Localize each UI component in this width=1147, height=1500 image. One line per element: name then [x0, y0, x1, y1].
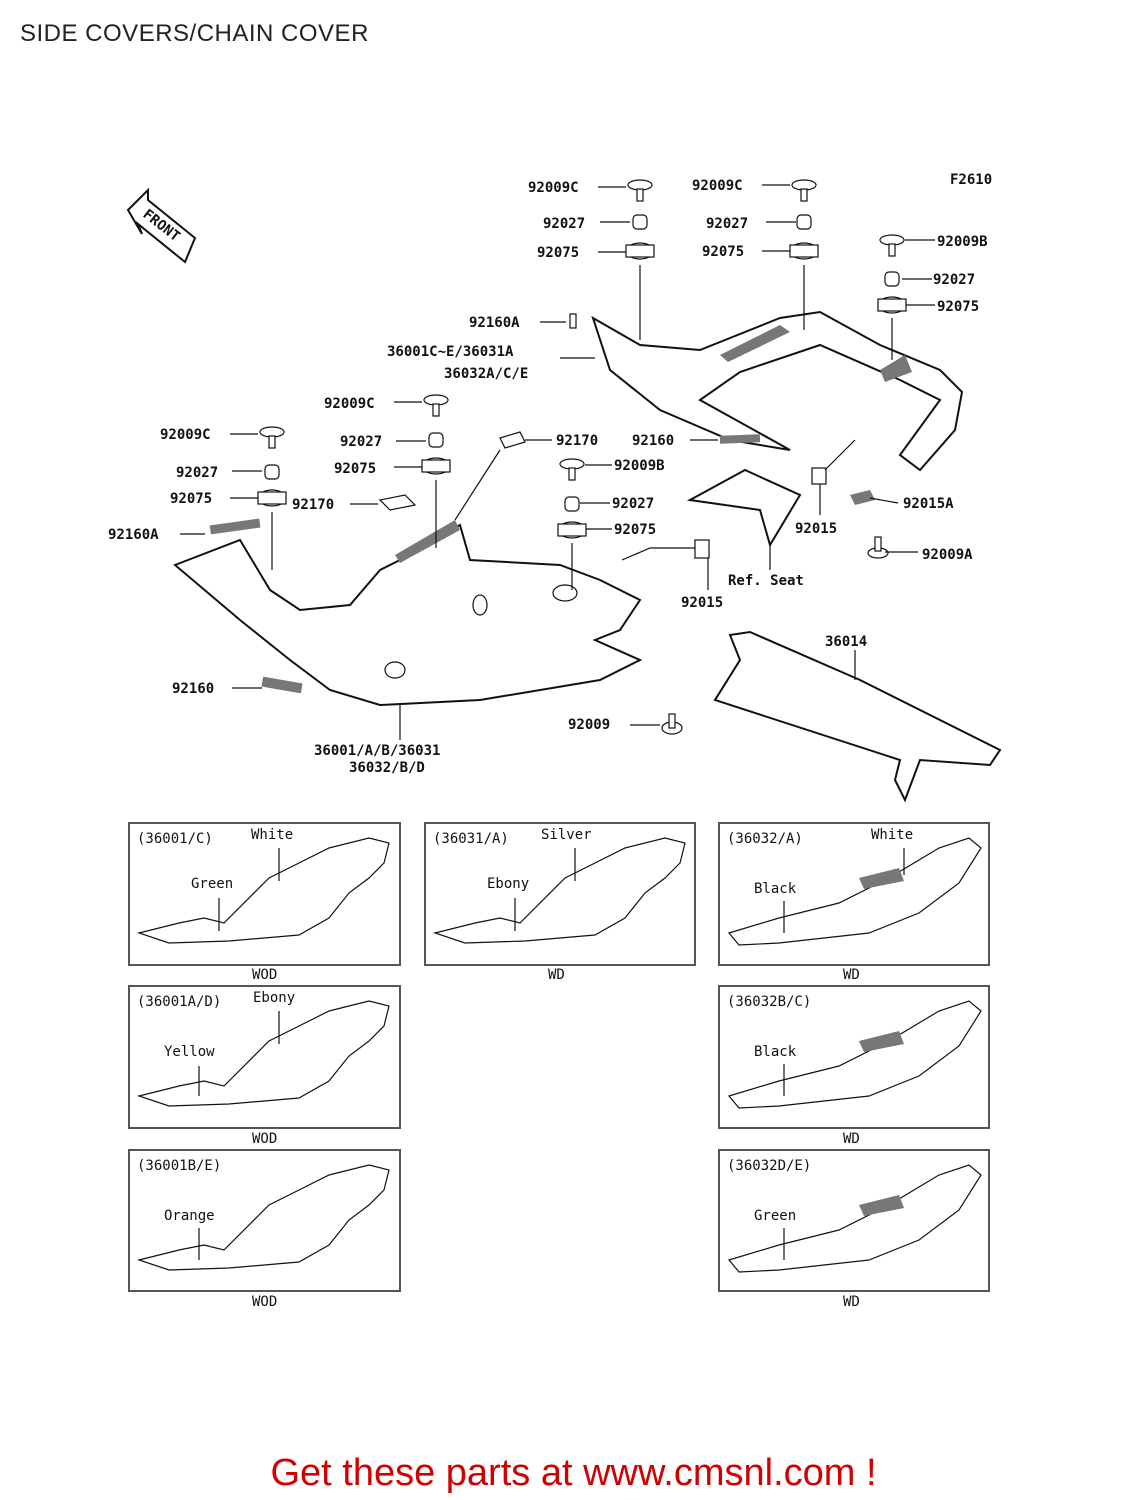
- parts-diagram: F2610 FRONT: [108, 172, 1002, 1310]
- inset-caption: WD: [843, 1131, 860, 1147]
- inset-color-top: Ebony: [253, 990, 295, 1006]
- callout-label: 36032A/C/E: [444, 366, 528, 382]
- inset-36032B-C[interactable]: (36032B/C) Black: [718, 985, 990, 1129]
- inset-color-side: Ebony: [487, 876, 529, 892]
- callout-label: 92009B: [614, 458, 665, 474]
- inset-color-side: Green: [754, 1208, 796, 1224]
- upper-side-cover[interactable]: [591, 310, 964, 472]
- clip-92015-right: [811, 467, 827, 485]
- leader-lines: [180, 184, 935, 740]
- clip-92015-left: [694, 539, 710, 559]
- callout-label: 92075: [170, 491, 212, 507]
- inset-code: (36032B/C): [727, 994, 811, 1010]
- callout-labels: 92009C 92027 92075 92009C 92027 92075 92…: [108, 178, 988, 776]
- inset-color-top: White: [251, 827, 293, 843]
- callout-label: 92015: [795, 521, 837, 537]
- callout-label: 92160A: [108, 527, 159, 543]
- inset-36031-A[interactable]: (36031/A) Silver Ebony: [424, 822, 696, 966]
- callout-label: 92027: [176, 465, 218, 481]
- callout-label: 92027: [933, 272, 975, 288]
- inset-36001B-E[interactable]: (36001B/E) Orange: [128, 1149, 401, 1292]
- callout-label: Ref. Seat: [728, 573, 804, 589]
- bracket-92170-b: [499, 431, 526, 449]
- callout-label: 92075: [937, 299, 979, 315]
- figure-code: F2610: [950, 172, 992, 188]
- callout-label: 92015: [681, 595, 723, 611]
- callout-label: 92027: [612, 496, 654, 512]
- callout-label: 92075: [614, 522, 656, 538]
- lower-side-cover[interactable]: [173, 518, 643, 707]
- callout-label: 92075: [702, 244, 744, 260]
- inset-color-top: White: [871, 827, 913, 843]
- page-title: SIDE COVERS/CHAIN COVER: [20, 20, 369, 47]
- inset-color-side: Black: [754, 1044, 797, 1060]
- inset-caption: WD: [843, 1294, 860, 1310]
- inset-caption: WD: [843, 967, 860, 983]
- callout-label: 92075: [334, 461, 376, 477]
- callout-label: 92027: [340, 434, 382, 450]
- inset-caption: WD: [548, 967, 565, 983]
- callout-label: 92160A: [469, 315, 520, 331]
- inset-caption: WOD: [252, 1131, 277, 1147]
- callout-label: 36032/B/D: [349, 760, 425, 776]
- chain-cover[interactable]: [713, 630, 1002, 803]
- inset-36001A-D[interactable]: (36001A/D) Ebony Yellow: [128, 985, 401, 1129]
- callout-label: 92009B: [937, 234, 988, 250]
- callout-label: 92009: [568, 717, 610, 733]
- inset-code: (36001A/D): [137, 994, 221, 1010]
- callout-label: 92009C: [160, 427, 211, 443]
- inset-code: (36032D/E): [727, 1158, 811, 1174]
- inset-code: (36001B/E): [137, 1158, 221, 1174]
- callout-label: 92009C: [324, 396, 375, 412]
- callout-label: 36001/A/B/36031: [314, 743, 440, 759]
- inset-caption: WOD: [252, 1294, 277, 1310]
- inset-color-side: Yellow: [164, 1044, 215, 1060]
- inset-caption: WOD: [252, 967, 277, 983]
- callout-label: 92015A: [903, 496, 954, 512]
- callout-label: 92027: [543, 216, 585, 232]
- callout-label: 92009A: [922, 547, 973, 563]
- callout-label: 92075: [537, 245, 579, 261]
- callout-label: 92009C: [528, 180, 579, 196]
- callout-label: 92170: [556, 433, 598, 449]
- inset-color-side: Black: [754, 881, 797, 897]
- callout-label: 36014: [825, 634, 867, 650]
- inset-code: (36031/A): [433, 831, 509, 847]
- inset-color-top: Silver: [541, 827, 592, 843]
- inset-color-side: Orange: [164, 1208, 215, 1224]
- inset-36001-C[interactable]: (36001/C) White Green: [128, 822, 401, 966]
- callout-label: 92027: [706, 216, 748, 232]
- inset-code: (36001/C): [137, 831, 213, 847]
- callout-label: 92160: [172, 681, 214, 697]
- inset-36032-A[interactable]: (36032/A) White Black: [718, 822, 990, 966]
- callout-label: 36001C~E/36031A: [387, 344, 514, 360]
- seat-reference: [686, 468, 802, 548]
- inset-code: (36032/A): [727, 831, 803, 847]
- bracket-92170-a: [378, 494, 417, 511]
- callout-label: 92170: [292, 497, 334, 513]
- inset-color-side: Green: [191, 876, 233, 892]
- callout-label: 92160: [632, 433, 674, 449]
- callout-label: 92009C: [692, 178, 743, 194]
- inset-36032D-E[interactable]: (36032D/E) Green: [718, 1149, 990, 1292]
- front-arrow-icon: FRONT: [126, 187, 197, 264]
- clip-92015A: [850, 490, 875, 505]
- cmsnl-link[interactable]: Get these parts at www.cmsnl.com !: [270, 1452, 877, 1494]
- hardware-bolts: [257, 179, 907, 735]
- plate-92160A-upper: [569, 313, 577, 329]
- plate-92160-lower: [261, 676, 303, 694]
